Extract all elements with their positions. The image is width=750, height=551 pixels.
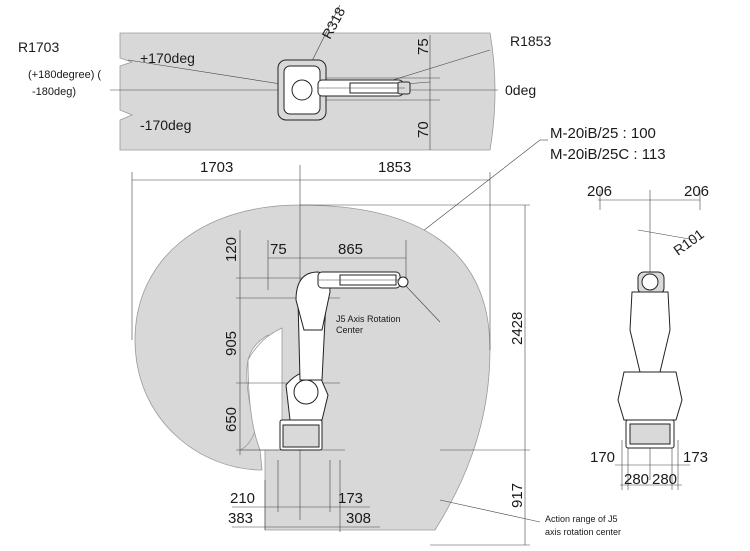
side-base-j1-rear: 308 <box>346 510 371 527</box>
model-info: M-20iB/25 : 100 M-20iB/25C : 113 <box>404 125 666 246</box>
side-action-label-2: axis rotation center <box>545 527 621 537</box>
side-view: 1703 1853 75 865 120 905 650 2428 917 21… <box>131 159 621 546</box>
front-base-right: 173 <box>683 449 708 466</box>
front-foot-left: 280 <box>624 471 649 488</box>
front-half-width-right: 206 <box>684 183 709 200</box>
side-action-label-1: Action range of J5 <box>545 514 618 524</box>
front-half-width-left: 206 <box>587 183 612 200</box>
side-reach-rear: 1703 <box>200 159 233 176</box>
top-rear-note-2: -180deg) <box>32 86 76 98</box>
front-base-left: 170 <box>590 449 615 466</box>
front-foot-right: 280 <box>652 471 677 488</box>
side-j5-label-1: J5 Axis Rotation <box>336 314 401 324</box>
side-base-j1-front: 173 <box>338 490 363 507</box>
side-wrist-height: 120 <box>223 237 240 262</box>
side-total-height: 2428 <box>509 312 526 345</box>
side-below-base: 917 <box>509 483 526 508</box>
side-upper-arm: 905 <box>223 331 240 356</box>
top-zero-angle: 0deg <box>505 82 536 98</box>
top-radius-front: R1853 <box>510 33 551 49</box>
top-pos-angle: +170deg <box>140 50 195 66</box>
front-wrist-radius: R101 <box>670 226 707 259</box>
top-view: +170deg -170deg 0deg R1703 (+180degree) … <box>18 4 551 151</box>
top-radius-rear: R1703 <box>18 39 59 55</box>
model-line-2: M-20iB/25C : 113 <box>550 146 666 163</box>
side-view-robot <box>279 271 409 451</box>
front-view-robot <box>617 271 683 449</box>
side-j5-label-2: Center <box>336 325 363 335</box>
side-reach-front: 1853 <box>378 159 411 176</box>
side-base-height: 650 <box>223 407 240 432</box>
top-offset-upper: 75 <box>415 38 432 55</box>
side-base-rear: 383 <box>228 510 253 527</box>
top-offset-lower: 70 <box>415 121 432 138</box>
side-j2-offset: 75 <box>270 241 287 258</box>
model-line-1: M-20iB/25 : 100 <box>550 125 656 142</box>
top-rear-note-1: (+180degree) ( <box>28 69 101 81</box>
front-view: 206 206 R101 170 173 280 280 <box>587 183 709 490</box>
side-base-front: 210 <box>230 490 255 507</box>
top-view-robot <box>277 59 411 121</box>
side-arm-length: 865 <box>338 241 363 258</box>
top-neg-angle: -170deg <box>140 117 191 133</box>
